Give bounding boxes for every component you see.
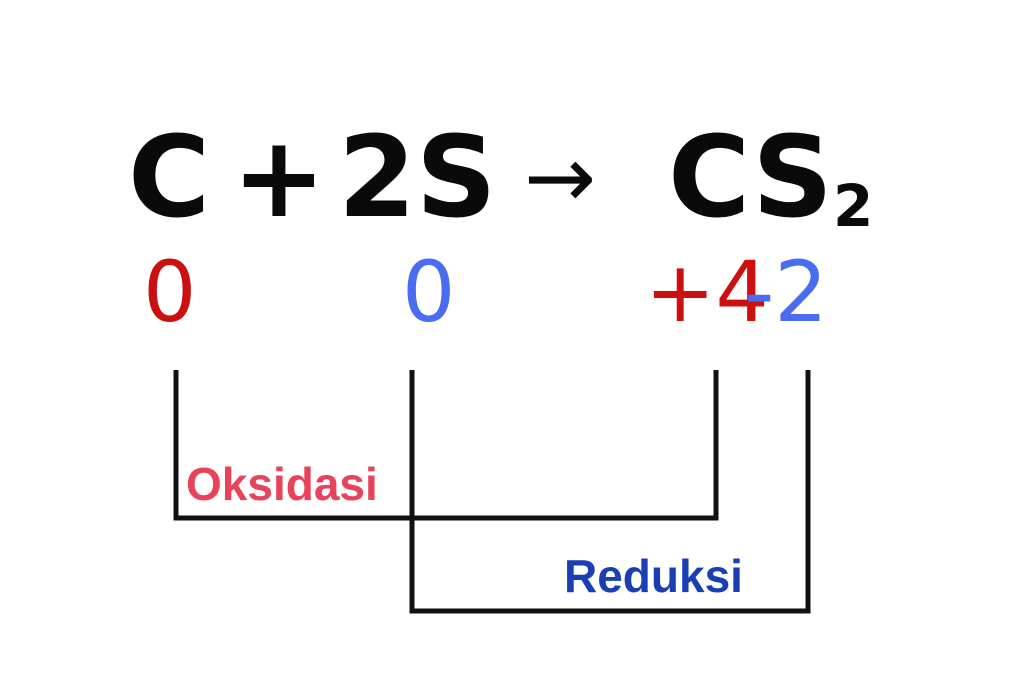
product-base: CS [668, 113, 833, 243]
reduction-label: Reduksi [564, 550, 743, 602]
product-carbon-disulfide: CS2 [668, 118, 874, 240]
oxidation-number-s-reactant: 0 [402, 243, 456, 341]
reactant-carbon: C [128, 113, 211, 243]
oxidation-number-s-product: -2 [744, 243, 828, 341]
reactant-sulfur: 2S [338, 113, 497, 243]
product-subscript: 2 [832, 172, 874, 240]
oxidation-number-c-reactant: 0 [143, 243, 197, 341]
plus-sign: + [232, 113, 326, 243]
reduction-bracket [409, 370, 811, 614]
oxidation-number-c-product: +4 [645, 243, 769, 341]
oxidation-label: Oksidasi [186, 458, 378, 510]
reaction-arrow: → [524, 128, 597, 228]
oxidation-bracket [173, 370, 719, 521]
